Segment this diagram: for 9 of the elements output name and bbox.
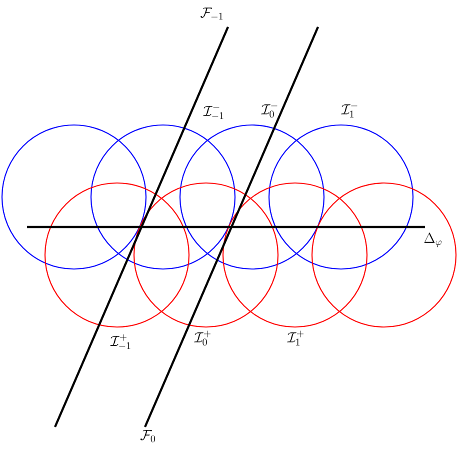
math-label: $\mathcal{I}_{-1}^{-}$ [203,106,224,119]
math-label: $\mathcal{I}_{0}^{+}$ [194,330,211,346]
math-label: $\mathcal{I}_{-1}^{+}$ [110,334,130,349]
math-label: $\mathcal{I}_{1}^{+}$ [287,330,304,346]
math-label: $\Delta_{\varphi}$ [424,232,442,248]
math-label: $\mathcal{F}_{-1}$ [200,8,222,20]
math-label: $\mathcal{F}_{0}$ [140,430,156,442]
math-label: $\mathcal{I}_{0}^{-}$ [261,104,278,118]
math-label: $\mathcal{I}_{1}^{-}$ [341,104,358,118]
